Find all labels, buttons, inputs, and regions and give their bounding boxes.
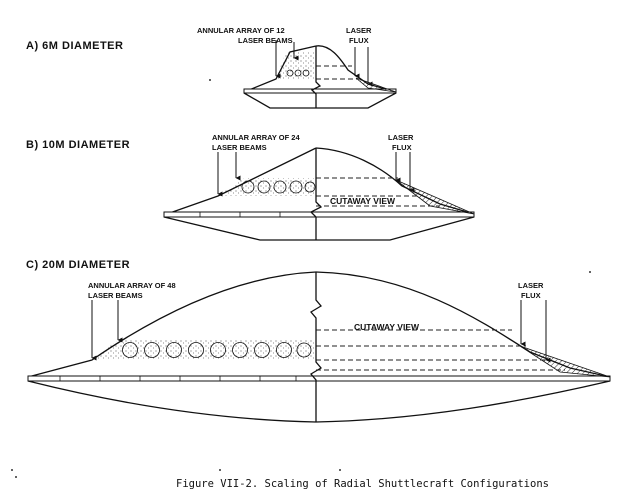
craft-c-rim-ticks: [59, 376, 297, 381]
craft-c-bottom-profile: [27, 380, 611, 423]
craft-a-bottom-profile: [243, 92, 397, 109]
craft-a-cutaway-break: [310, 46, 322, 108]
craft-a-rim: [243, 88, 397, 94]
craft-c-rim: [27, 375, 611, 382]
craft-b-rim: [163, 211, 475, 218]
craft-c: [27, 271, 611, 423]
panel-c-array-label-line2: LASER BEAMS: [88, 291, 143, 300]
craft-a: [243, 40, 397, 109]
panel-c-title: C) 20M DIAMETER: [26, 259, 130, 271]
panel-a-flux-label-line2: FLUX: [349, 36, 369, 45]
craft-c-hatched-edge: [519, 345, 611, 378]
panel-c-flux-label-line2: FLUX: [521, 291, 541, 300]
panel-a-array-label-line2: LASER BEAMS: [238, 36, 293, 45]
craft-b-hatched-edge: [395, 179, 475, 215]
scan-specks: [11, 79, 591, 478]
craft-c-array-stipple: [92, 340, 316, 360]
craft-b-array-stipple: [218, 178, 316, 196]
panel-b-title: B) 10M DIAMETER: [26, 139, 130, 151]
craft-a-beam-rings: [286, 69, 310, 77]
craft-b: [163, 147, 475, 241]
craft-a-right-profile: [315, 45, 397, 93]
craft-c-cutaway-break: [310, 272, 322, 422]
panel-a-title: A) 6M DIAMETER: [26, 40, 123, 52]
panel-c: C) 20M DIAMETER ANNULAR ARRAY OF 48 LASE…: [26, 259, 611, 423]
craft-a-hatched-edge: [355, 77, 397, 93]
craft-b-right-profile: [315, 147, 475, 215]
craft-b-rim-ticks: [199, 212, 281, 217]
craft-b-cutaway-break: [309, 148, 323, 240]
figure-caption: Figure VII-2. Scaling of Radial Shuttlec…: [176, 478, 549, 490]
craft-c-left-profile: [27, 271, 317, 378]
panel-b-flux-label-line1: LASER: [388, 133, 414, 142]
craft-a-left-profile: [243, 45, 317, 93]
panel-b-array-label-line2: LASER BEAMS: [212, 143, 267, 152]
craft-b-bottom-profile: [163, 216, 475, 241]
panel-b-cutaway-label: CUTAWAY VIEW: [330, 196, 396, 206]
panel-a-flux-label-line1: LASER: [346, 26, 372, 35]
panel-a: A) 6M DIAMETER ANNULAR ARRAY OF 12 LASER…: [26, 26, 397, 109]
craft-c-beam-rings: [122, 342, 312, 358]
panel-b-flux-label-line2: FLUX: [392, 143, 412, 152]
panel-a-array-label-line1: ANNULAR ARRAY OF 12: [197, 26, 285, 35]
panel-b-array-label-line1: ANNULAR ARRAY OF 24: [212, 133, 300, 142]
panel-c-flux-label-line1: LASER: [518, 281, 544, 290]
craft-b-beam-rings: [241, 180, 316, 194]
panel-c-cutaway-label: CUTAWAY VIEW: [354, 322, 420, 332]
panel-c-array-label-line1: ANNULAR ARRAY OF 48: [88, 281, 176, 290]
panel-b: B) 10M DIAMETER ANNULAR ARRAY OF 24 LASE…: [26, 133, 475, 241]
